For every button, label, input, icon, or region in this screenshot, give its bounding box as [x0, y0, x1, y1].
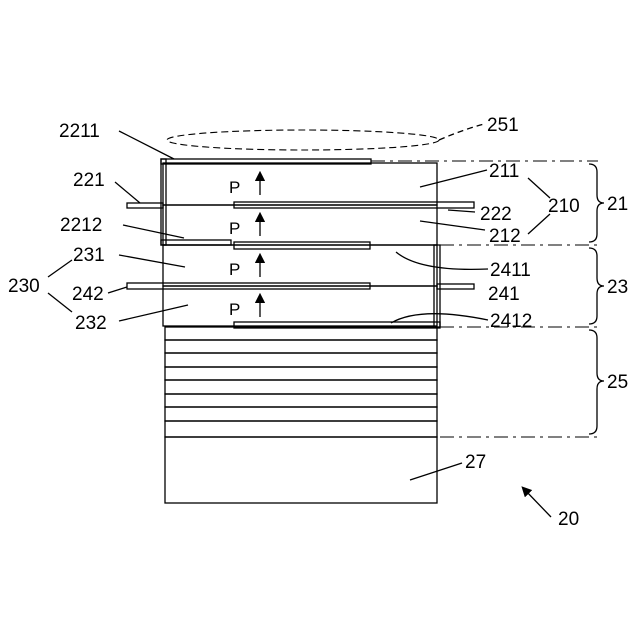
label-241: 241: [488, 284, 520, 305]
label-210: 210: [548, 196, 580, 217]
label-2411: 2411: [490, 260, 531, 281]
brace-25: [589, 330, 604, 434]
polarization-arrow-4: P: [229, 298, 260, 319]
label-251: 251: [487, 115, 519, 136]
electrode-241-lead: [437, 284, 474, 289]
label-2211: 2211: [59, 121, 100, 142]
polarization-arrow-1: P: [229, 176, 260, 197]
label-2212: 2212: [60, 215, 102, 236]
label-211: 211: [489, 161, 519, 182]
label-231: 231: [73, 245, 105, 266]
focus-region-251: [167, 130, 439, 150]
brace-23: [589, 248, 604, 324]
svg-text:P: P: [229, 178, 240, 197]
electrode-221-lead: [127, 203, 163, 208]
label-212: 212: [489, 226, 521, 247]
layer-25-stack: [165, 327, 437, 437]
piezo-layer-231: [163, 245, 437, 286]
brace-21: [589, 164, 604, 242]
label-25: 25: [607, 372, 628, 393]
svg-text:P: P: [229, 260, 240, 279]
polarization-arrow-3: P: [229, 258, 260, 279]
svg-text:P: P: [229, 219, 240, 238]
piezo-layer-212: [163, 205, 437, 245]
label-242: 242: [72, 284, 104, 305]
substrate-27: [165, 437, 437, 503]
label-23: 23: [607, 277, 628, 298]
label-230: 230: [8, 276, 40, 297]
label-221: 221: [73, 170, 105, 191]
electrode-2212: [161, 240, 231, 245]
label-27: 27: [465, 452, 486, 473]
label-232: 232: [75, 313, 107, 334]
label-21: 21: [607, 194, 628, 215]
polarization-arrow-2: P: [229, 217, 260, 238]
svg-text:P: P: [229, 300, 240, 319]
piezo-layer-211: [163, 163, 437, 205]
label-2412: 2412: [490, 311, 532, 332]
label-222: 222: [480, 204, 512, 225]
label-20: 20: [558, 509, 579, 530]
